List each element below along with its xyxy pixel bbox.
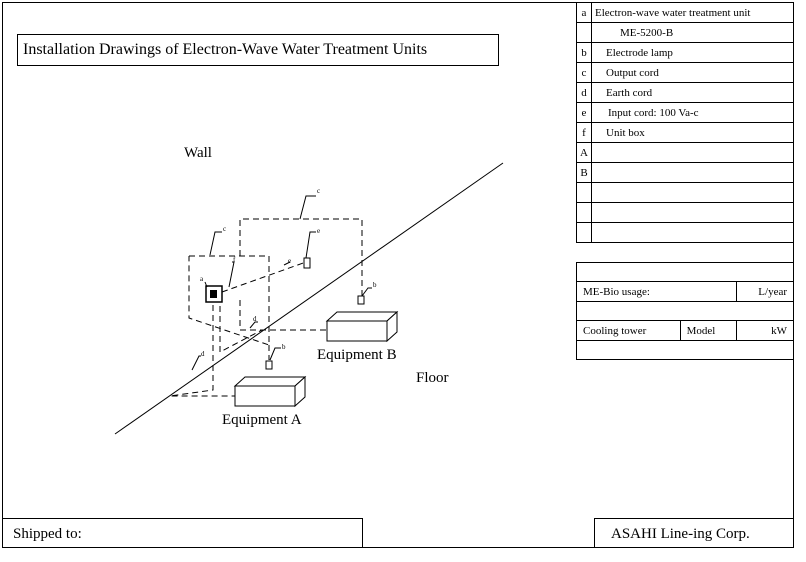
legend-row	[576, 182, 794, 203]
kw-label: kW	[736, 320, 794, 341]
marker-f: f	[233, 256, 236, 264]
info-table: ME-Bio usage: L/year Cooling tower Model…	[575, 262, 794, 360]
model-label: Model	[679, 320, 738, 341]
leader-lines	[191, 195, 372, 371]
marker-b-a: b	[282, 343, 286, 351]
marker-c-left: c	[223, 225, 226, 233]
usage-row: ME-Bio usage: L/year	[575, 281, 794, 302]
cooling-row: Cooling tower Model kW	[576, 320, 794, 341]
legend-row: ME-5200-B	[576, 22, 794, 43]
shipped-to-box: Shipped to:	[2, 518, 363, 548]
marker-d-left: d	[201, 350, 205, 358]
marker-e-cord: e	[288, 257, 291, 265]
company-box: ASAHI Line-ing Corp.	[594, 518, 794, 548]
usage-unit: L/year	[736, 281, 794, 302]
legend-row	[576, 222, 794, 243]
equipment-b-label: Equipment B	[317, 347, 397, 363]
equipment-a-label: Equipment A	[222, 412, 302, 428]
usage-label: ME-Bio usage:	[575, 281, 738, 302]
marker-d-right: d	[253, 315, 257, 323]
input-plug	[303, 257, 311, 269]
electrode-lamp-b	[357, 295, 365, 305]
floor-label: Floor	[416, 370, 449, 386]
equipment-a-box	[233, 375, 307, 408]
electrode-lamp-a	[265, 360, 273, 370]
floor-line	[114, 162, 504, 435]
marker-b-b: b	[373, 281, 377, 289]
marker-e-plug: e	[317, 227, 320, 235]
marker-a: a	[200, 275, 204, 283]
drawing-frame	[2, 2, 794, 548]
page-title: Installation Drawings of Electron-Wave W…	[17, 34, 499, 66]
legend-row: B	[576, 162, 794, 183]
wall-label: Wall	[184, 145, 212, 161]
cooling-label: Cooling tower	[576, 320, 681, 341]
equipment-b-box	[325, 310, 399, 343]
cord-paths	[169, 218, 363, 397]
marker-c-top: c	[317, 187, 320, 195]
legend-row	[576, 202, 794, 223]
marker-letters: c c e e f a d d b b	[200, 187, 377, 358]
legend-row: A	[576, 142, 794, 163]
unit-face	[210, 290, 217, 298]
